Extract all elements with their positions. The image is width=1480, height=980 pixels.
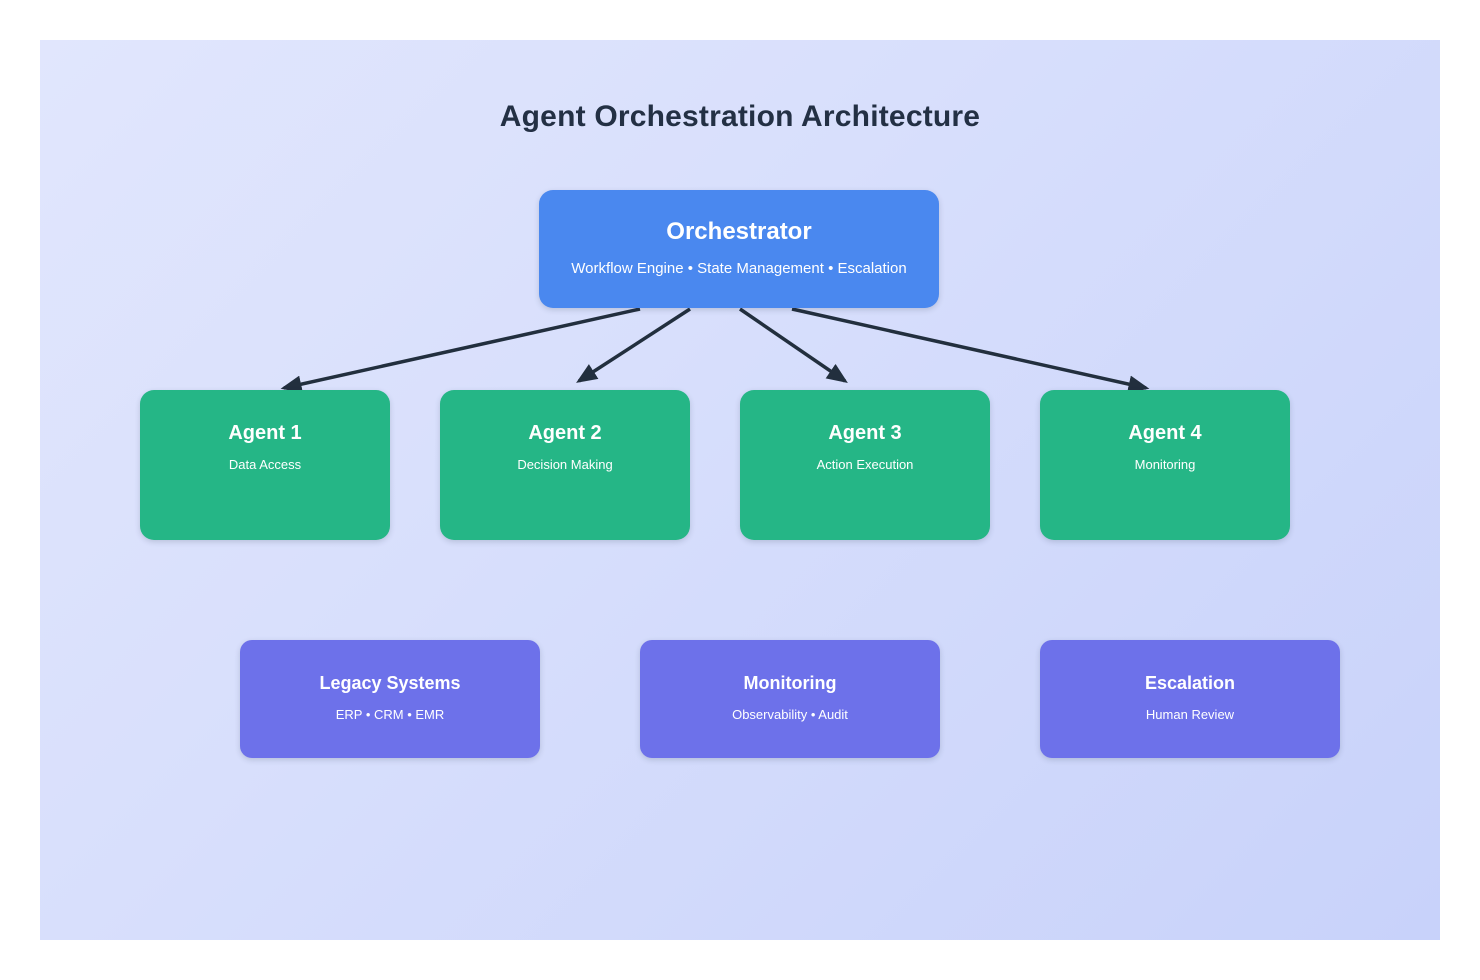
escalation-node: Escalation Human Review: [1040, 640, 1340, 758]
agent-3-title: Agent 3: [828, 422, 902, 444]
orchestrator-subtitle: Workflow Engine • State Management • Esc…: [571, 260, 907, 277]
orchestrator-node: Orchestrator Workflow Engine • State Man…: [539, 190, 939, 308]
agent-2-node: Agent 2 Decision Making: [440, 390, 690, 540]
agent-4-node: Agent 4 Monitoring: [1040, 390, 1290, 540]
diagram-title: Agent Orchestration Architecture: [499, 100, 981, 133]
escalation-subtitle: Human Review: [1145, 707, 1235, 722]
legacy-systems-title: Legacy Systems: [319, 673, 461, 693]
agent-4-title: Agent 4: [1128, 422, 1202, 444]
monitoring-node: Monitoring Observability • Audit: [640, 640, 940, 758]
orchestrator-title: Orchestrator: [666, 218, 812, 245]
escalation-title: Escalation: [1144, 673, 1236, 693]
agent-1-title: Agent 1: [228, 422, 302, 444]
agent-2-title: Agent 2: [528, 422, 602, 444]
legacy-systems-node: Legacy Systems ERP • CRM • EMR: [240, 640, 540, 758]
agent-1-subtitle: Data Access: [228, 457, 302, 472]
agent-3-subtitle: Action Execution: [816, 457, 914, 472]
agent-3-node: Agent 3 Action Execution: [740, 390, 990, 540]
agent-4-subtitle: Monitoring: [1134, 457, 1196, 472]
agent-2-subtitle: Decision Making: [517, 457, 613, 472]
monitoring-subtitle: Observability • Audit: [732, 707, 848, 722]
agent-1-node: Agent 1 Data Access: [140, 390, 390, 540]
legacy-systems-subtitle: ERP • CRM • EMR: [335, 707, 445, 722]
monitoring-title: Monitoring: [743, 673, 837, 693]
